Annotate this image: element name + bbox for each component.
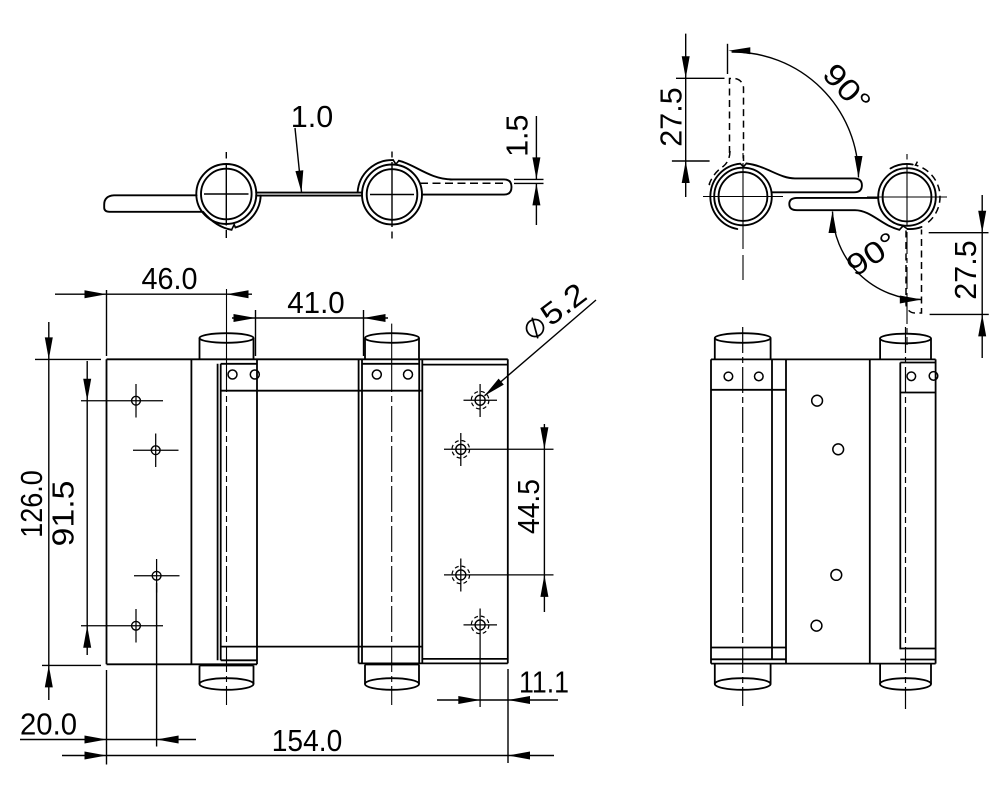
svg-text:27.5: 27.5 — [655, 87, 689, 146]
svg-text:27.5: 27.5 — [949, 240, 983, 299]
svg-text:11.1: 11.1 — [519, 666, 569, 700]
svg-text:154.0: 154.0 — [272, 724, 343, 758]
svg-text:1.0: 1.0 — [291, 100, 333, 134]
svg-text:44.5: 44.5 — [512, 479, 546, 534]
svg-text:1.5: 1.5 — [501, 114, 535, 156]
svg-text:126.0: 126.0 — [15, 470, 49, 538]
svg-text:41.0: 41.0 — [287, 286, 345, 320]
svg-text:91.5: 91.5 — [47, 481, 81, 547]
svg-text:20.0: 20.0 — [20, 708, 77, 742]
svg-text:46.0: 46.0 — [142, 262, 198, 296]
